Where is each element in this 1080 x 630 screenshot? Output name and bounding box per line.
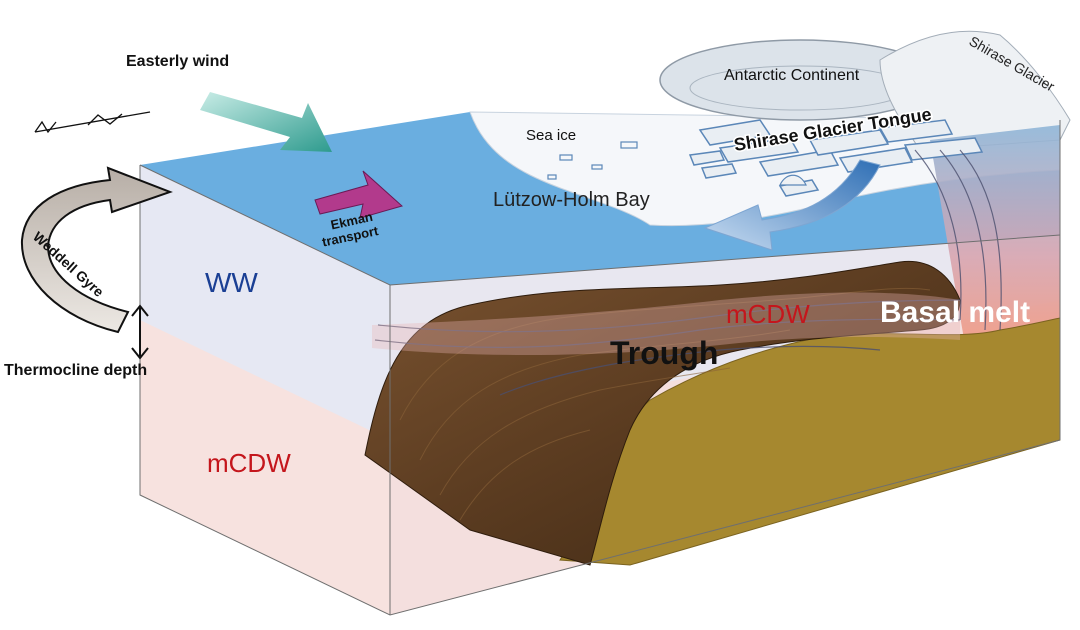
antarctic-continent-label: Antarctic Continent — [724, 67, 860, 84]
easterly-wind-label: Easterly wind — [126, 53, 229, 70]
bay-outflow-arrow — [703, 159, 881, 251]
mcdw-left-label: mCDW — [207, 448, 291, 478]
easterly-wind-arrow — [200, 92, 332, 152]
weddell-gyre-arrow — [20, 166, 173, 334]
sea-ice-label: Sea ice — [526, 127, 576, 144]
thermocline-arrow — [131, 304, 149, 360]
ice-dome — [779, 174, 807, 186]
mcdw-trough-label: mCDW — [726, 299, 810, 329]
trough-body — [364, 260, 961, 566]
lutzow-holm-bay-label: Lützow-Holm Bay — [493, 189, 650, 211]
thermocline-depth-label: Thermocline depth — [4, 362, 147, 379]
ekman-transport-arrow — [314, 170, 404, 219]
north-arrow-icon — [34, 111, 151, 134]
ice-floes — [547, 141, 638, 180]
trough-contours — [399, 287, 931, 521]
trough-label: Trough — [610, 335, 718, 371]
glacier-upwelling-lines — [914, 149, 1002, 331]
water-front-face — [140, 165, 390, 615]
ww-label: WW — [205, 267, 258, 298]
glacier-front-wall — [930, 125, 1060, 345]
mcdw-plume — [372, 292, 960, 356]
basal-melt-label: Basal melt — [880, 296, 1030, 329]
mcdw-flow-lines — [374, 299, 961, 396]
shirase-glacier-ice — [879, 30, 1071, 151]
